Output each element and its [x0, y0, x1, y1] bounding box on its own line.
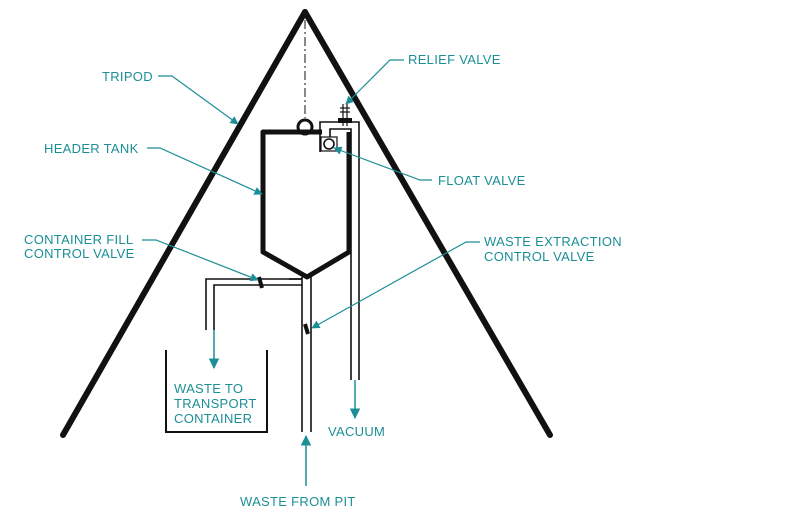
- container-fill-pipe: [205, 278, 302, 330]
- waste-extraction-valve-marker: [303, 323, 310, 335]
- leader-tripod: [158, 75, 239, 125]
- container-fill-valve-marker: [257, 276, 264, 289]
- leader-lines: [142, 59, 480, 329]
- vacuum-pipe: [319, 121, 360, 380]
- tripod-left-leg: [60, 9, 308, 438]
- leader-container-fill-valve: [142, 239, 259, 282]
- label-vacuum: VACUUM: [328, 424, 385, 439]
- label-tripod: TRIPOD: [102, 69, 153, 84]
- header-tank: [260, 129, 352, 280]
- float-valve-ball: [323, 138, 335, 150]
- leader-relief-valve: [345, 59, 404, 105]
- leader-header-tank: [147, 147, 263, 195]
- tripod-right-leg: [302, 9, 553, 438]
- waste-pit-pipe: [301, 277, 312, 432]
- label-container-fill-valve-line1: CONTAINER FILL: [24, 232, 133, 247]
- label-relief-valve: RELIEF VALVE: [408, 52, 501, 67]
- label-waste-extraction-valve-line1: WASTE EXTRACTION: [484, 234, 622, 249]
- label-float-valve: FLOAT VALVE: [438, 173, 526, 188]
- label-waste-to-container-line2: TRANSPORT: [174, 396, 257, 411]
- transport-container: [165, 350, 268, 433]
- label-waste-from-pit: WASTE FROM PIT: [240, 494, 356, 509]
- label-container-fill-valve-line2: CONTROL VALVE: [24, 246, 135, 261]
- label-waste-to-container-line1: WASTE TO: [174, 381, 243, 396]
- tripod: [60, 9, 553, 438]
- label-waste-to-container-line3: CONTAINER: [174, 411, 252, 426]
- relief-valve: [338, 104, 352, 126]
- label-waste-extraction-valve-line2: CONTROL VALVE: [484, 249, 595, 264]
- leader-waste-extraction-valve: [311, 241, 480, 329]
- leader-float-valve: [333, 146, 432, 181]
- float-valve-housing: [320, 136, 338, 152]
- label-header-tank: HEADER TANK: [44, 141, 139, 156]
